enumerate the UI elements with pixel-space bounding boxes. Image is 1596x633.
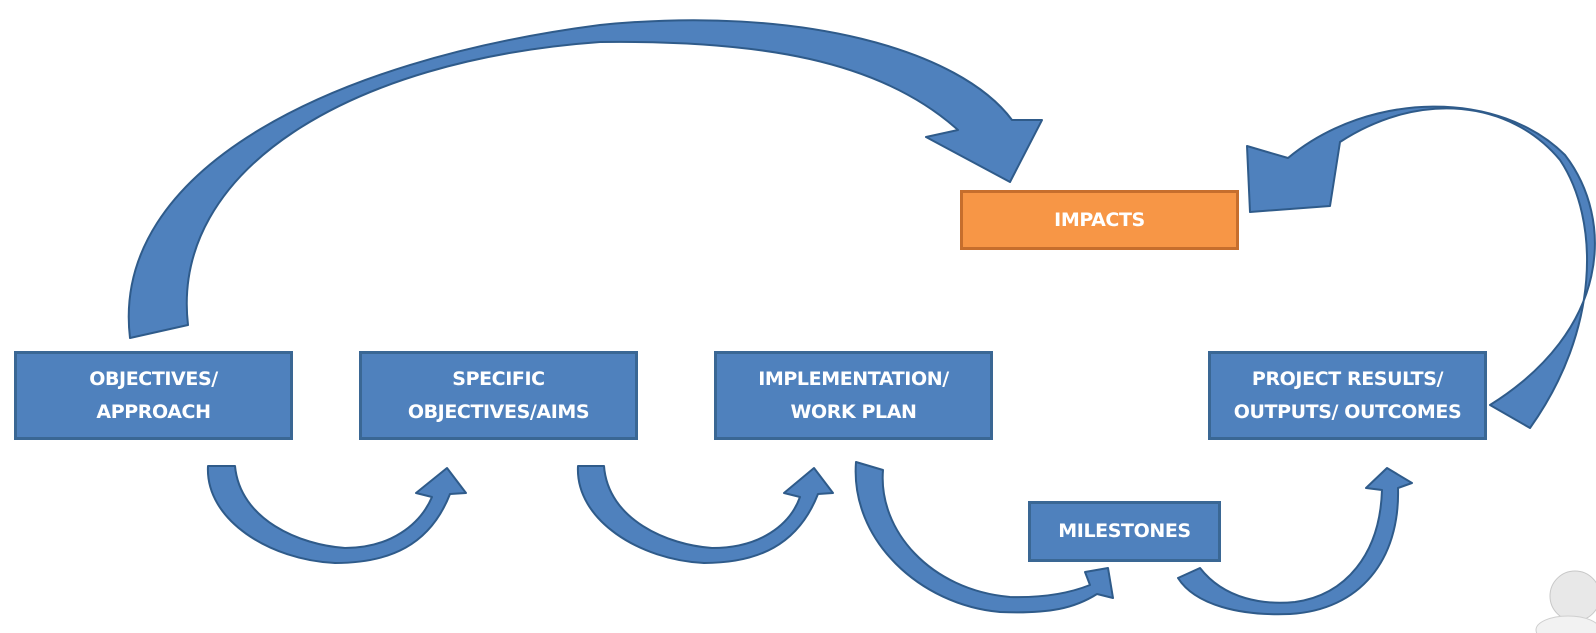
arrow-objectives-to-impacts xyxy=(127,19,1043,339)
specific-objectives-box: SPECIFIC OBJECTIVES/AIMS xyxy=(359,351,638,440)
specific-line1: SPECIFIC xyxy=(452,367,545,390)
objectives-line1: OBJECTIVES/ xyxy=(89,367,218,390)
arrow-implementation-to-milestones xyxy=(854,461,1114,614)
milestones-label: MILESTONES xyxy=(1058,520,1191,542)
objectives-approach-box: OBJECTIVES/ APPROACH xyxy=(14,351,293,440)
person-figure-icon xyxy=(1535,570,1596,633)
implementation-line1: IMPLEMENTATION/ xyxy=(758,367,949,390)
impacts-label: IMPACTS xyxy=(1054,208,1145,231)
specific-line2: OBJECTIVES/AIMS xyxy=(407,400,590,423)
arrow-specific-to-implementation xyxy=(576,465,834,564)
arrow-results-to-impacts xyxy=(1246,105,1596,429)
milestones-box: MILESTONES xyxy=(1028,501,1221,562)
results-line1: PROJECT RESULTS/ xyxy=(1251,367,1444,390)
objectives-line2: APPROACH xyxy=(96,400,211,423)
implementation-line2: WORK PLAN xyxy=(790,400,917,423)
project-results-box: PROJECT RESULTS/ OUTPUTS/ OUTCOMES xyxy=(1208,351,1487,440)
impacts-box: IMPACTS xyxy=(960,190,1239,250)
arrow-objectives-to-specific xyxy=(206,465,467,564)
results-line2: OUTPUTS/ OUTCOMES xyxy=(1233,400,1462,423)
arrow-milestones-to-results xyxy=(1177,467,1413,616)
implementation-box: IMPLEMENTATION/ WORK PLAN xyxy=(714,351,993,440)
